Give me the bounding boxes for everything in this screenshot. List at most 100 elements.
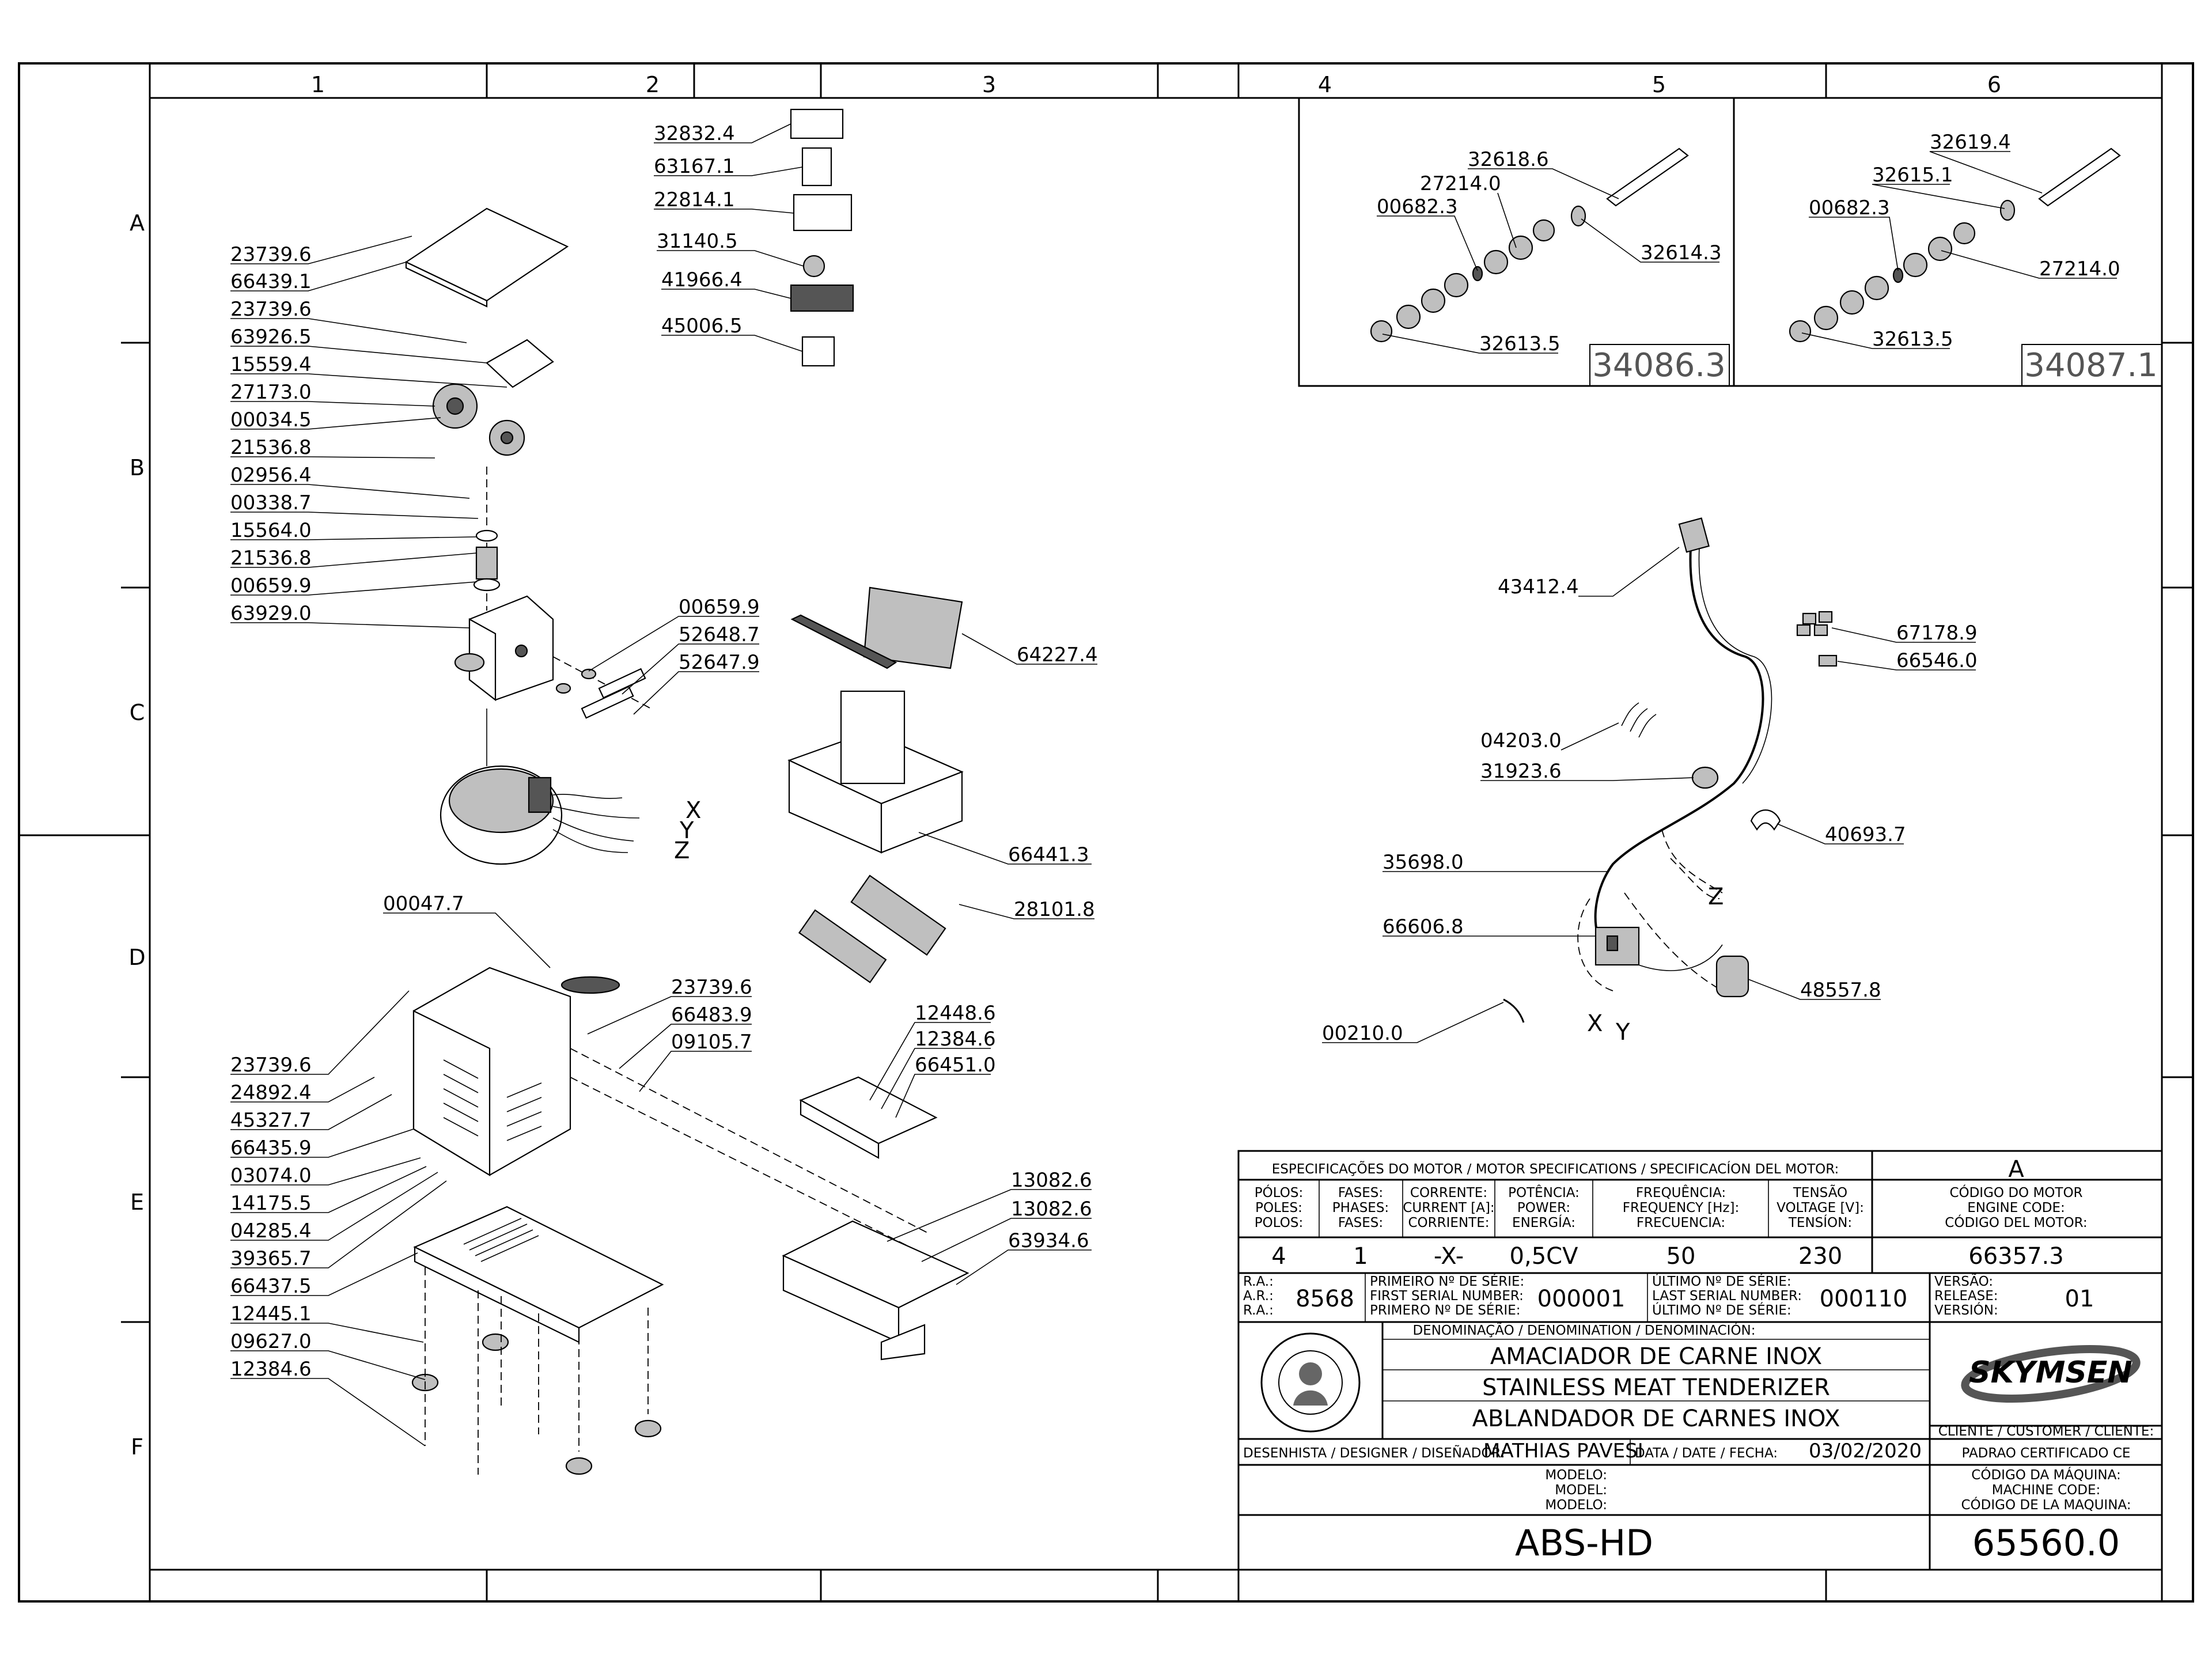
part-label: 40693.7 xyxy=(1825,823,1906,846)
part-label: 27214.0 xyxy=(1420,172,1501,195)
spec-current-value: -X- xyxy=(1434,1243,1464,1270)
part-label: 64227.4 xyxy=(1017,643,1098,666)
svg-text:ÚLTIMO Nº DE SÉRIE:: ÚLTIMO Nº DE SÉRIE: xyxy=(1652,1273,1791,1289)
part-label: 23739.6 xyxy=(230,298,312,321)
part-label: 12448.6 xyxy=(915,1002,996,1025)
svg-text:CÓDIGO DE LA MAQUINA:: CÓDIGO DE LA MAQUINA: xyxy=(1961,1497,2131,1513)
machine-code-labels: CÓDIGO DA MÁQUINA: MACHINE CODE: CÓDIGO … xyxy=(1961,1467,2131,1513)
svg-text:MACHINE CODE:: MACHINE CODE: xyxy=(1992,1483,2101,1498)
row-label-e: E xyxy=(130,1190,144,1215)
exploded-view: X Y Z xyxy=(404,108,969,1475)
svg-text:PÓLOS:: PÓLOS: xyxy=(1255,1184,1303,1200)
part-label: 03074.0 xyxy=(230,1164,312,1187)
part-label: 63167.1 xyxy=(654,155,735,178)
col-label-4: 4 xyxy=(1318,72,1332,97)
svg-text:FIRST SERIAL NUMBER:: FIRST SERIAL NUMBER: xyxy=(1370,1289,1524,1304)
part-label: 32614.3 xyxy=(1641,241,1722,264)
svg-text:VERSIÓN:: VERSIÓN: xyxy=(1934,1302,1998,1318)
first-serial-value: 000001 xyxy=(1537,1286,1626,1312)
part-label: 32613.5 xyxy=(1872,328,1953,351)
part-label: 45006.5 xyxy=(661,315,743,338)
detail-view-left: 32618.6 27214.0 00682.3 32614.3 32613.5 … xyxy=(1298,97,1735,387)
row-label-f: F xyxy=(131,1434,143,1460)
svg-text:POLES:: POLES: xyxy=(1255,1200,1302,1215)
part-label: 23739.6 xyxy=(230,243,312,266)
part-label: 66483.9 xyxy=(671,1003,752,1027)
svg-text:PRIMERO Nº DE SÉRIE:: PRIMERO Nº DE SÉRIE: xyxy=(1370,1302,1521,1318)
spec-frequency-value: 50 xyxy=(1666,1243,1696,1270)
title-block: ESPECIFICAÇÕES DO MOTOR / MOTOR SPECIFIC… xyxy=(1237,1150,2163,1571)
svg-text:CORRIENTE:: CORRIENTE: xyxy=(1408,1215,1490,1230)
part-label: 00047.7 xyxy=(383,892,464,915)
spec-header-power: POTÊNCIA: POWER: ENERGÍA: xyxy=(1508,1184,1580,1230)
skymsen-logo: SKYMSEN xyxy=(1961,1344,2141,1403)
part-label: 32618.6 xyxy=(1468,148,1549,171)
part-label: 52648.7 xyxy=(679,623,760,646)
part-label: 09627.0 xyxy=(230,1330,312,1353)
part-label: 13082.6 xyxy=(1011,1198,1092,1221)
part-label: 23739.6 xyxy=(671,976,752,999)
svg-text:TENSÃO: TENSÃO xyxy=(1793,1184,1847,1200)
svg-text:VERSÃO:: VERSÃO: xyxy=(1934,1273,1993,1289)
part-label: 00682.3 xyxy=(1809,196,1890,219)
svg-text:SKYMSEN: SKYMSEN xyxy=(1969,1355,2133,1390)
part-label: 45327.7 xyxy=(230,1109,312,1132)
engine-code-header: CÓDIGO DO MOTOR ENGINE CODE: CÓDIGO DEL … xyxy=(1945,1184,2087,1230)
spec-header-phases: FASES: PHASES: FASES: xyxy=(1332,1185,1389,1230)
svg-text:VOLTAGE [V]:: VOLTAGE [V]: xyxy=(1777,1200,1864,1215)
designer-label: DESENHISTA / DESIGNER / DISEÑADOR: xyxy=(1243,1445,1505,1461)
motor-wire-x: X xyxy=(685,797,701,824)
drawing-frame xyxy=(18,62,2194,1603)
part-label: 02956.4 xyxy=(230,464,312,487)
machine-code-value: 65560.0 xyxy=(1972,1522,2120,1564)
svg-text:R.A.:: R.A.: xyxy=(1243,1274,1274,1289)
part-label: 66606.8 xyxy=(1382,915,1464,938)
part-label: 31923.6 xyxy=(1480,760,1562,783)
svg-text:ENERGÍA:: ENERGÍA: xyxy=(1512,1214,1575,1230)
part-label: 15564.0 xyxy=(230,519,312,542)
part-label: 12445.1 xyxy=(230,1302,312,1325)
part-label: 12384.6 xyxy=(230,1358,312,1381)
revision-letter: A xyxy=(2008,1156,2024,1183)
part-label: 39365.7 xyxy=(230,1247,312,1270)
part-label: 32832.4 xyxy=(654,122,735,145)
last-serial-labels: ÚLTIMO Nº DE SÉRIE: LAST SERIAL NUMBER: … xyxy=(1652,1273,1802,1318)
part-label: 32619.4 xyxy=(1930,131,2011,154)
part-label: 21536.8 xyxy=(230,547,312,570)
part-label: 43412.4 xyxy=(1498,575,1579,599)
part-label: 12384.6 xyxy=(915,1028,996,1051)
svg-text:POLOS:: POLOS: xyxy=(1255,1215,1303,1230)
part-label: 66441.3 xyxy=(1008,843,1089,866)
model-value: ABS-HD xyxy=(1515,1522,1653,1564)
electrical-wire-x: X xyxy=(1587,1010,1603,1037)
part-label: 66439.1 xyxy=(230,270,312,293)
last-serial-value: 000110 xyxy=(1820,1286,1908,1312)
col-label-5: 5 xyxy=(1652,72,1666,97)
designer-value: MATHIAS PAVESI xyxy=(1483,1440,1643,1463)
part-label: 27173.0 xyxy=(230,381,312,404)
part-label: 66546.0 xyxy=(1896,649,1978,672)
electrical-parts: Z X Y 43412.4 67178.9 66546.0 04203.0 31… xyxy=(1322,517,1978,1046)
part-label: 28101.8 xyxy=(1014,898,1095,921)
svg-text:FASES:: FASES: xyxy=(1338,1185,1383,1200)
denomination-en: STAINLESS MEAT TENDERIZER xyxy=(1482,1374,1830,1401)
part-label: 15559.4 xyxy=(230,353,312,376)
electrical-wire-z: Z xyxy=(1708,884,1724,910)
engine-code-value: 66357.3 xyxy=(1968,1243,2063,1270)
part-label: 32613.5 xyxy=(1479,332,1560,355)
spec-header-frequency: FREQUÊNCIA: FREQUENCY [Hz]: FRECUENCIA: xyxy=(1623,1184,1740,1230)
svg-text:TENSÍON:: TENSÍON: xyxy=(1788,1214,1852,1230)
spec-power-value: 0,5CV xyxy=(1510,1243,1579,1270)
row-label-a: A xyxy=(130,210,145,236)
spec-header-voltage: TENSÃO VOLTAGE [V]: TENSÍON: xyxy=(1777,1184,1864,1230)
part-label: 00659.9 xyxy=(679,596,760,619)
part-label: 23739.6 xyxy=(230,1054,312,1077)
column-ticks xyxy=(486,63,1827,1601)
svg-text:FREQUÊNCIA:: FREQUÊNCIA: xyxy=(1636,1184,1726,1200)
part-label: 21536.8 xyxy=(230,436,312,459)
row-label-b: B xyxy=(130,455,145,480)
client-label: CLIENTE / CUSTOMER / CLIENTE: xyxy=(1938,1424,2154,1439)
part-label: 04285.4 xyxy=(230,1219,312,1243)
svg-text:CURRENT [A]:: CURRENT [A]: xyxy=(1403,1200,1494,1215)
electrical-wire-y: Y xyxy=(1615,1019,1630,1046)
